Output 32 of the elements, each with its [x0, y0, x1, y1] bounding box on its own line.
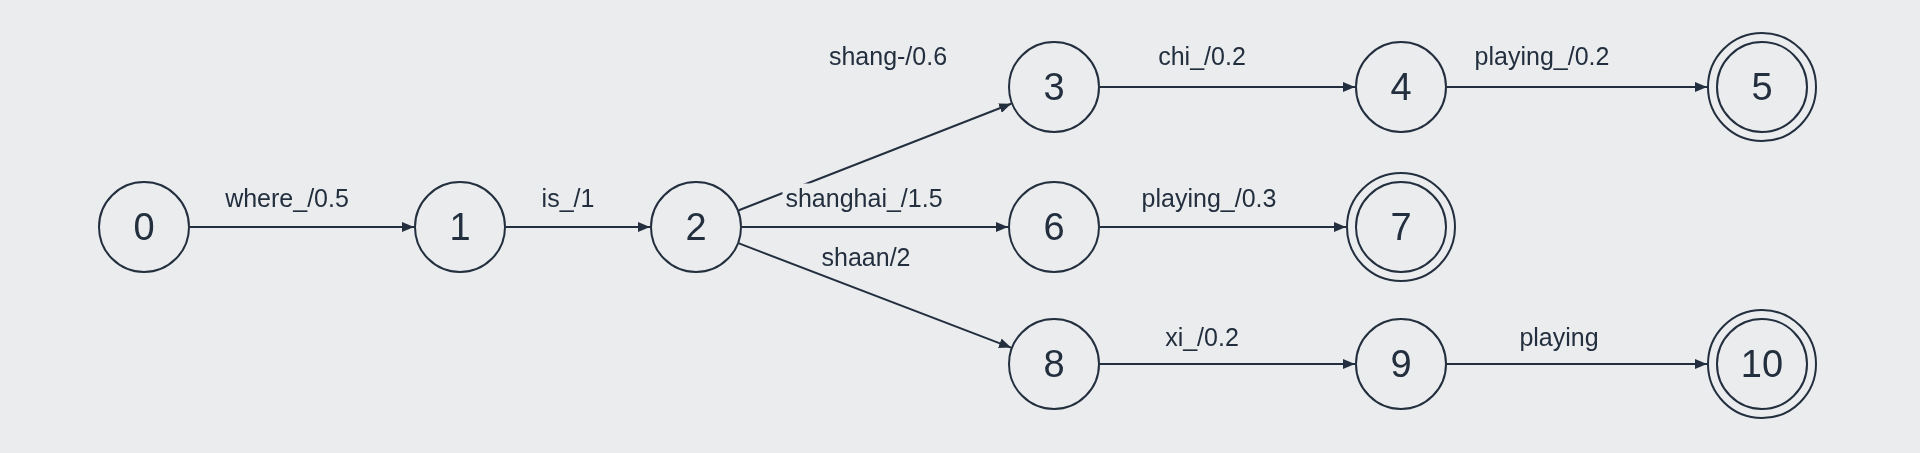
- transition-arrow: [1446, 82, 1708, 92]
- state-circle: [650, 181, 742, 273]
- transition-arrow: [1099, 359, 1356, 369]
- final-state-circle: [1707, 32, 1817, 142]
- state-circle: [1008, 318, 1100, 410]
- state-circle: [414, 181, 506, 273]
- state-circle: [1355, 318, 1447, 410]
- state-number: 3: [1043, 65, 1065, 109]
- transition-arrow: [505, 222, 651, 232]
- state-number: 4: [1390, 65, 1412, 109]
- state-number: 0: [133, 205, 155, 249]
- transition-arrow: [1099, 222, 1347, 232]
- state-number: 5: [1751, 65, 1773, 109]
- state-circle: [1355, 41, 1447, 133]
- state-number: 8: [1043, 342, 1065, 386]
- state-circle: [98, 181, 190, 273]
- state-circle: [1008, 41, 1100, 133]
- state-circle: [1008, 181, 1100, 273]
- transition-arrow: [737, 102, 1013, 212]
- transition-arrow: [741, 222, 1009, 232]
- transition-arrow: [1099, 82, 1356, 92]
- state-number: 9: [1390, 342, 1412, 386]
- state-number: 7: [1390, 205, 1412, 249]
- transition-arrow: [1446, 359, 1708, 369]
- state-number: 10: [1740, 342, 1784, 386]
- final-state-circle: [1346, 172, 1456, 282]
- state-number: 6: [1043, 205, 1065, 249]
- state-number: 2: [685, 205, 707, 249]
- state-number: 1: [449, 205, 471, 249]
- transition-arrow: [737, 242, 1013, 349]
- transition-arrow: [189, 222, 415, 232]
- final-state-circle: [1707, 309, 1817, 419]
